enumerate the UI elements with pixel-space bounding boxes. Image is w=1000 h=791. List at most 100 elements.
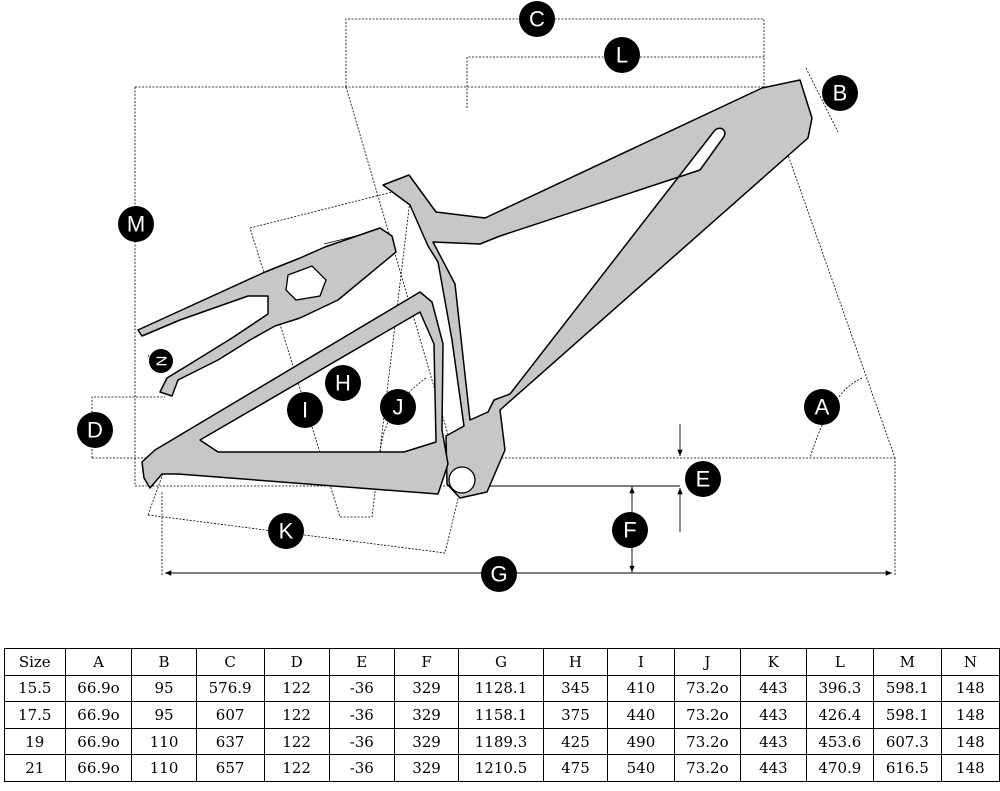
svg-text:I: I <box>302 398 308 423</box>
table-cell: 440 <box>607 701 675 729</box>
table-cell: 122 <box>263 674 330 703</box>
table-cell: 607.3 <box>872 727 942 756</box>
rocker-link <box>137 227 397 397</box>
table-cell: 21 <box>4 754 66 782</box>
table-cell: 122 <box>263 727 330 756</box>
table-cell: 329 <box>393 701 460 729</box>
svg-text:N: N <box>153 356 170 367</box>
svg-text:H: H <box>335 371 351 396</box>
table-cell: 329 <box>393 754 460 782</box>
table-cell: 66.9o <box>64 674 133 703</box>
table-cell: 95 <box>131 701 197 729</box>
table-cell: 443 <box>739 727 807 756</box>
table-cell: 122 <box>263 701 330 729</box>
label-I: I <box>287 392 323 428</box>
table-cell: 475 <box>542 754 609 782</box>
column-header: F <box>393 648 460 676</box>
table-cell: 1189.3 <box>458 727 544 756</box>
table-cell: 443 <box>739 674 807 703</box>
table-cell: 576.9 <box>195 674 265 703</box>
svg-text:J: J <box>393 395 404 420</box>
table-cell: 1158.1 <box>458 701 544 729</box>
label-M: M <box>118 206 154 242</box>
column-header: L <box>805 648 874 676</box>
frame-geometry-diagram: C L B M N H I J D A E F K G <box>77 1 896 592</box>
label-C: C <box>519 1 555 37</box>
table-cell: 148 <box>940 754 1000 782</box>
table-cell: -36 <box>328 674 395 703</box>
label-L: L <box>604 37 640 73</box>
table-cell: 329 <box>393 727 460 756</box>
table-cell: 73.2o <box>673 674 741 703</box>
label-K: K <box>268 513 304 549</box>
table-cell: 148 <box>940 701 1000 729</box>
column-header: E <box>328 648 395 676</box>
svg-text:B: B <box>833 81 848 106</box>
column-header: K <box>739 648 807 676</box>
table-cell: 426.4 <box>805 701 874 729</box>
svg-text:L: L <box>616 43 628 68</box>
table-cell: 122 <box>263 754 330 782</box>
table-cell: 490 <box>607 727 675 756</box>
column-header: D <box>263 648 330 676</box>
table-cell: 66.9o <box>64 754 133 782</box>
svg-text:C: C <box>529 7 545 32</box>
table-cell: 1210.5 <box>458 754 544 782</box>
column-header: J <box>673 648 741 676</box>
table-cell: 66.9o <box>64 727 133 756</box>
label-G: G <box>481 556 517 592</box>
column-header: G <box>458 648 544 676</box>
table-cell: 425 <box>542 727 609 756</box>
table-cell: 598.1 <box>872 674 942 703</box>
table-cell: 110 <box>131 754 197 782</box>
label-A: A <box>804 389 840 425</box>
label-D: D <box>77 412 113 448</box>
table-cell: -36 <box>328 701 395 729</box>
table-cell: 607 <box>195 701 265 729</box>
table-cell: 410 <box>607 674 675 703</box>
svg-text:D: D <box>87 418 103 443</box>
svg-text:M: M <box>127 212 145 237</box>
bottom-bracket <box>448 466 476 494</box>
table-cell: -36 <box>328 754 395 782</box>
column-header: A <box>64 648 133 676</box>
label-N: N <box>149 349 173 373</box>
table-cell: 443 <box>739 701 807 729</box>
svg-text:A: A <box>815 395 830 420</box>
svg-text:E: E <box>696 467 711 492</box>
table-cell: 637 <box>195 727 265 756</box>
table-cell: 375 <box>542 701 609 729</box>
table-cell: 396.3 <box>805 674 874 703</box>
table-cell: 95 <box>131 674 197 703</box>
table-cell: 15.5 <box>4 674 66 703</box>
table-cell: 616.5 <box>872 754 942 782</box>
table-cell: 443 <box>739 754 807 782</box>
table-cell: 540 <box>607 754 675 782</box>
column-header: M <box>872 648 942 676</box>
table-cell: 66.9o <box>64 701 133 729</box>
table-cell: 73.2o <box>673 727 741 756</box>
column-header: B <box>131 648 197 676</box>
svg-text:F: F <box>623 518 636 543</box>
label-E: E <box>685 461 721 497</box>
table-cell: 73.2o <box>673 701 741 729</box>
label-F: F <box>612 512 648 548</box>
table-cell: -36 <box>328 727 395 756</box>
table-cell: 657 <box>195 754 265 782</box>
table-cell: 148 <box>940 727 1000 756</box>
column-header: N <box>940 648 1000 676</box>
rear-triangle <box>141 291 449 495</box>
table-cell: 73.2o <box>673 754 741 782</box>
table-cell: 345 <box>542 674 609 703</box>
table-cell: 148 <box>940 674 1000 703</box>
table-cell: 598.1 <box>872 701 942 729</box>
table-cell: 19 <box>4 727 66 756</box>
label-J: J <box>380 389 416 425</box>
column-header: Size <box>4 648 66 676</box>
svg-text:G: G <box>490 562 507 587</box>
